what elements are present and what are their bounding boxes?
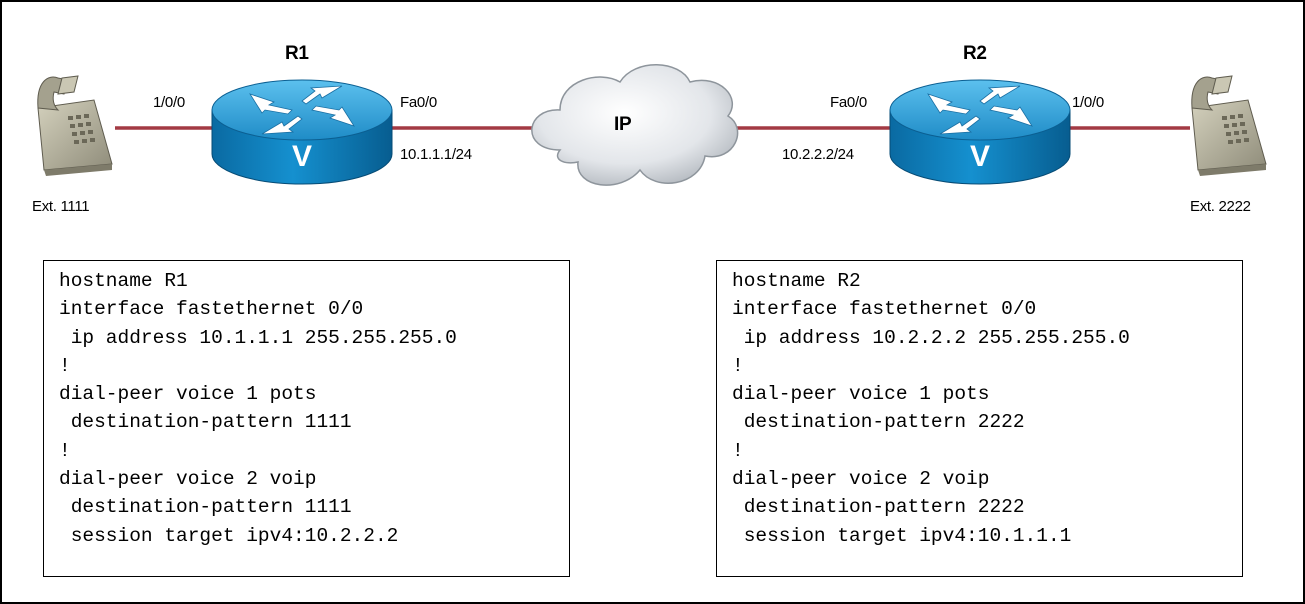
config-line: ! xyxy=(59,354,71,377)
ip-cloud-icon xyxy=(531,64,739,186)
router-r1-name: R1 xyxy=(285,43,309,64)
config-line: interface fastethernet 0/0 xyxy=(732,298,1037,321)
config-line: interface fastethernet 0/0 xyxy=(59,298,364,321)
config-line: session target ipv4:10.2.2.2 xyxy=(59,524,399,547)
config-line: ip address 10.1.1.1 255.255.255.0 xyxy=(59,326,457,349)
router-r2-icon xyxy=(889,79,1071,185)
config-line: dial-peer voice 1 pots xyxy=(59,383,317,406)
config-line: ip address 10.2.2.2 255.255.255.0 xyxy=(732,326,1130,349)
phone-ext-1111-icon xyxy=(37,75,113,177)
config-line: destination-pattern 1111 xyxy=(59,411,352,434)
config-line: dial-peer voice 2 voip xyxy=(59,468,317,491)
config-line: ! xyxy=(732,354,744,377)
config-line: ! xyxy=(59,439,71,462)
router-r1-icon xyxy=(211,79,393,185)
phone-ext-2222-icon xyxy=(1191,75,1267,177)
r1-config-box: hostname R1 interface fastethernet 0/0 i… xyxy=(43,260,570,577)
r2-lan-ip: 10.2.2.2/24 xyxy=(782,146,854,163)
r2-config-box: hostname R2 interface fastethernet 0/0 i… xyxy=(716,260,1243,577)
phone-right-extension: Ext. 2222 xyxy=(1190,198,1251,215)
config-line: hostname R2 xyxy=(732,270,861,292)
config-line: session target ipv4:10.1.1.1 xyxy=(732,524,1072,547)
config-line: destination-pattern 2222 xyxy=(732,496,1025,519)
config-line: dial-peer voice 2 voip xyxy=(732,468,990,491)
r1-voice-port: 1/0/0 xyxy=(153,94,185,111)
r1-lan-port: Fa0/0 xyxy=(400,94,437,111)
r2-lan-port: Fa0/0 xyxy=(830,94,867,111)
config-line: dial-peer voice 1 pots xyxy=(732,383,990,406)
config-line: destination-pattern 1111 xyxy=(59,496,352,519)
r1-lan-ip: 10.1.1.1/24 xyxy=(400,146,472,163)
config-line: ! xyxy=(732,439,744,462)
phone-left-extension: Ext. 1111 xyxy=(32,198,90,215)
r2-voice-port: 1/0/0 xyxy=(1072,94,1104,111)
ip-cloud-label: IP xyxy=(614,114,632,135)
config-line: destination-pattern 2222 xyxy=(732,411,1025,434)
router-r2-name: R2 xyxy=(963,43,987,64)
config-line: hostname R1 xyxy=(59,270,188,292)
